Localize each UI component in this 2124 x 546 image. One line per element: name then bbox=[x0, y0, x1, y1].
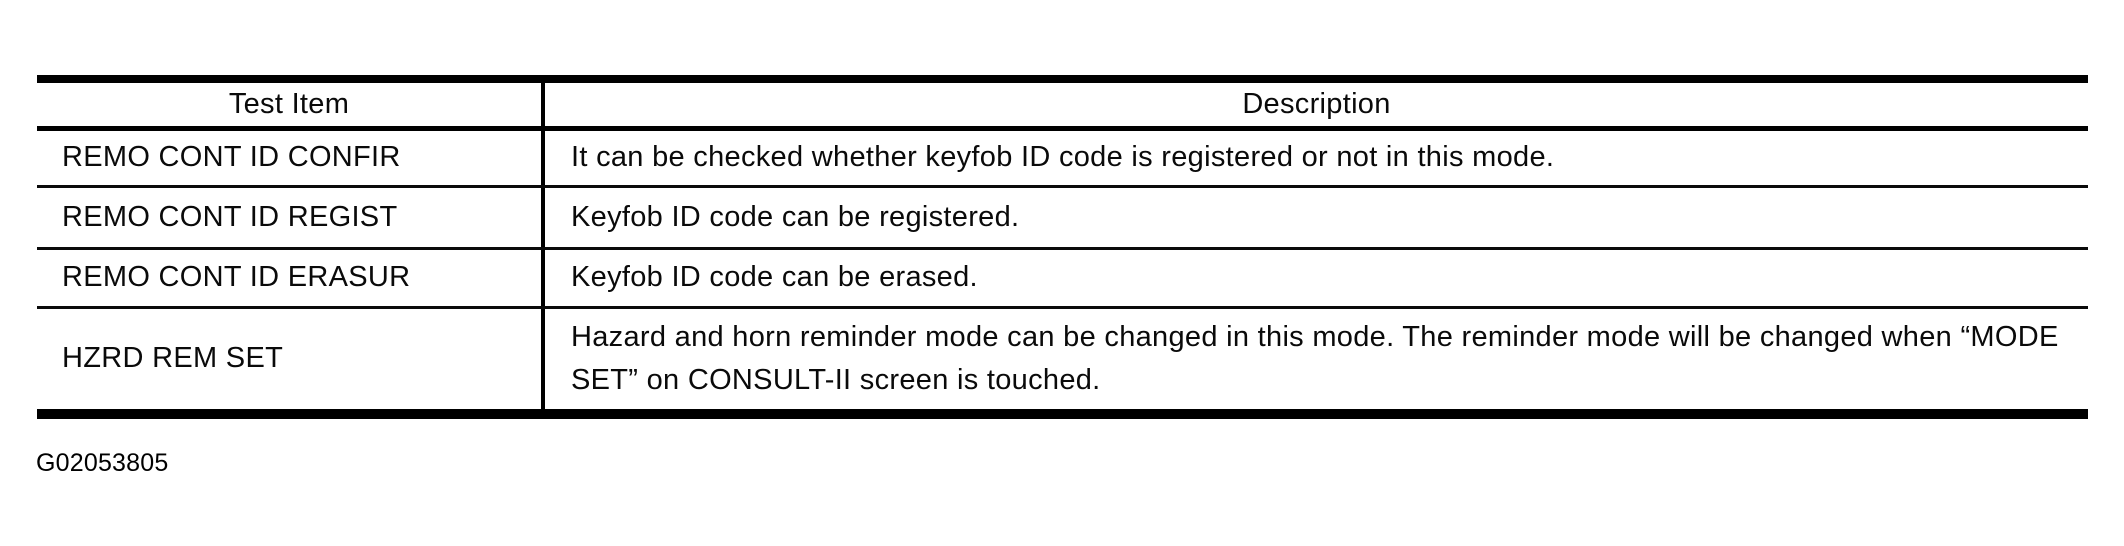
table-row: REMO CONT ID ERASUR Keyfob ID code can b… bbox=[37, 250, 2088, 309]
header-label-description: Description bbox=[1242, 87, 1391, 120]
cell-test-item: REMO CONT ID ERASUR bbox=[37, 250, 545, 306]
description-text: Keyfob ID code can be erased. bbox=[571, 261, 978, 294]
table-row: HZRD REM SET Hazard and horn reminder mo… bbox=[37, 309, 2088, 409]
figure-id-label: G02053805 bbox=[36, 449, 169, 477]
cell-test-item: REMO CONT ID CONFIR bbox=[37, 131, 545, 185]
description-text: Hazard and horn reminder mode can be cha… bbox=[571, 320, 2059, 397]
description-text: It can be checked whether keyfob ID code… bbox=[571, 141, 1555, 174]
header-cell-test-item: Test Item bbox=[37, 83, 545, 126]
table-row: REMO CONT ID CONFIR It can be checked wh… bbox=[37, 131, 2088, 188]
header-label-test-item: Test Item bbox=[228, 87, 350, 120]
cell-description: Keyfob ID code can be registered. bbox=[545, 188, 2088, 247]
cell-description: It can be checked whether keyfob ID code… bbox=[545, 131, 2088, 185]
header-cell-description: Description bbox=[545, 83, 2088, 126]
cell-description: Keyfob ID code can be erased. bbox=[545, 250, 2088, 306]
cell-test-item: HZRD REM SET bbox=[37, 309, 545, 409]
description-text: Keyfob ID code can be registered. bbox=[571, 200, 1020, 233]
table-header-row: Test Item Description bbox=[37, 83, 2088, 131]
test-item-text: HZRD REM SET bbox=[62, 342, 284, 375]
table-row: REMO CONT ID REGIST Keyfob ID code can b… bbox=[37, 188, 2088, 250]
cell-description: Hazard and horn reminder mode can be cha… bbox=[545, 309, 2088, 409]
test-item-text: REMO CONT ID REGIST bbox=[62, 200, 398, 233]
test-item-text: REMO CONT ID ERASUR bbox=[62, 261, 411, 294]
test-item-table: Test Item Description REMO CONT ID CONFI… bbox=[37, 75, 2088, 419]
test-item-text: REMO CONT ID CONFIR bbox=[62, 141, 401, 174]
cell-test-item: REMO CONT ID REGIST bbox=[37, 188, 545, 247]
